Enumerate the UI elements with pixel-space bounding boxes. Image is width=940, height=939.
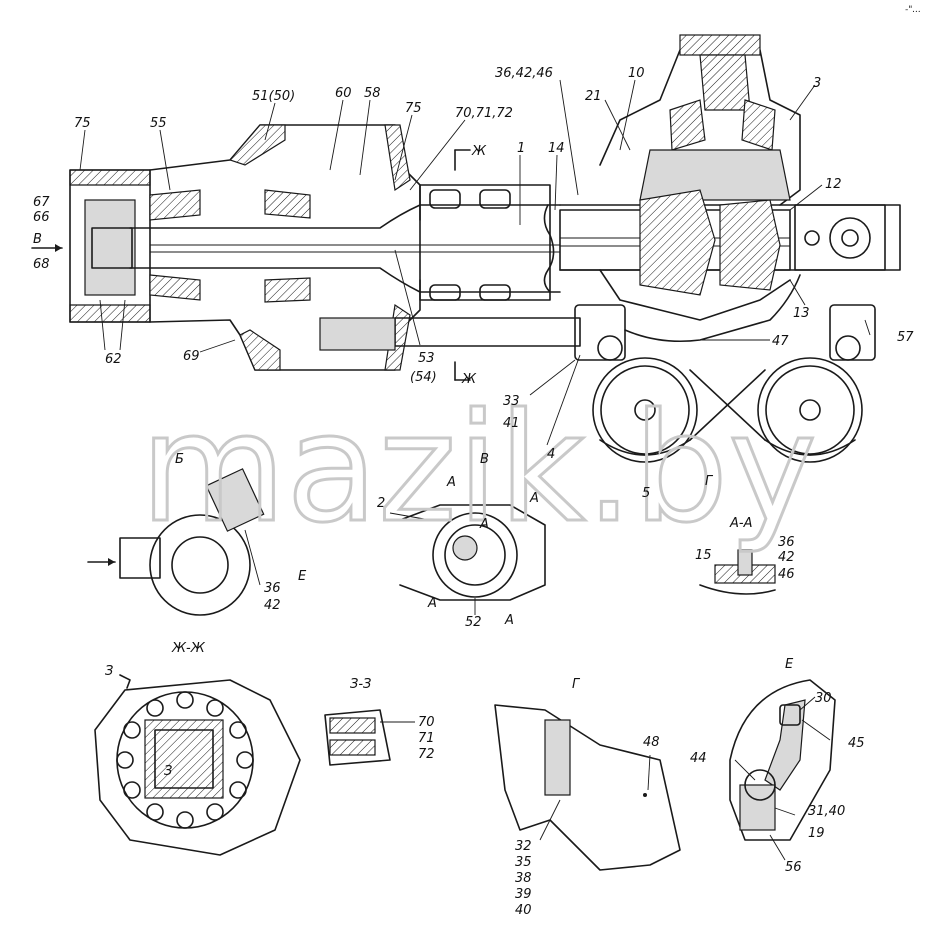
label-55: 55	[150, 116, 167, 131]
label-70-71-72: 70,71,72	[455, 106, 513, 121]
label-75-right: 75	[405, 101, 422, 116]
label-47: 47	[772, 334, 789, 349]
mark-z-1: З	[105, 664, 113, 679]
label-54: (54)	[410, 370, 437, 385]
label-70: 70	[418, 715, 435, 730]
mark-zh-bottom: Ж	[461, 372, 477, 387]
mark-v: В	[480, 452, 489, 467]
label-56: 56	[785, 860, 802, 875]
label-71: 71	[418, 731, 435, 746]
label-42-aa: 42	[778, 550, 795, 565]
title-g: Г	[572, 677, 581, 692]
label-53: 53	[418, 351, 435, 366]
label-12: 12	[825, 177, 842, 192]
mark-g: Г	[705, 474, 714, 489]
label-69: 69	[183, 349, 200, 364]
label-36-42-46: 36,42,46	[495, 66, 553, 81]
mark-a-4: А	[427, 596, 437, 611]
label-75-left: 75	[74, 116, 91, 131]
title-zh-zh: Ж-Ж	[171, 641, 206, 656]
label-35: 35	[515, 855, 532, 870]
view-e	[729, 679, 836, 861]
view-b	[87, 468, 265, 616]
label-10: 10	[628, 66, 645, 81]
label-46-aa: 46	[778, 567, 795, 582]
label-62: 62	[105, 352, 122, 367]
bolt-circle	[116, 691, 254, 829]
label-44: 44	[690, 751, 707, 766]
mark-a-3: А	[479, 517, 489, 532]
label-41: 41	[503, 416, 520, 431]
label-36-view-b: 36	[264, 581, 281, 596]
label-32: 32	[515, 839, 532, 854]
view-g	[494, 704, 681, 871]
label-67: 67	[33, 195, 50, 210]
label-39: 39	[515, 887, 532, 902]
label-2: 2	[377, 496, 385, 511]
label-52: 52	[465, 615, 482, 630]
label-4: 4	[547, 447, 555, 462]
section-a-a	[699, 549, 776, 595]
label-3: 3	[813, 76, 821, 91]
label-51-50: 51(50)	[252, 89, 295, 104]
mark-a-1: А	[446, 475, 456, 490]
label-33: 33	[503, 394, 520, 409]
label-14: 14	[548, 141, 565, 156]
section-zh-zh	[94, 674, 301, 856]
mark-z-2: З	[164, 764, 172, 779]
label-38: 38	[515, 871, 532, 886]
mark-zh-top: Ж	[471, 144, 487, 159]
label-30: 30	[815, 691, 832, 706]
mark-a-5: А	[504, 613, 514, 628]
part-labels: 75 55 51(50) 60 58 75 70,71,72 36,42,46 …	[33, 66, 914, 918]
section-z-z	[324, 709, 415, 766]
title-a-a: А-А	[729, 516, 752, 531]
label-40: 40	[515, 903, 532, 918]
watermark: mazik.by	[140, 382, 817, 556]
label-36-aa: 36	[778, 535, 795, 550]
corner-mark: -"...	[905, 5, 921, 15]
label-68: 68	[33, 257, 50, 272]
label-48: 48	[643, 735, 660, 750]
view-v	[389, 504, 546, 615]
label-58: 58	[364, 86, 381, 101]
label-60: 60	[335, 86, 352, 101]
label-66: 66	[33, 210, 50, 225]
view-v-arrow-label: В	[33, 232, 42, 247]
label-13: 13	[793, 306, 810, 321]
label-21: 21	[585, 89, 602, 104]
label-19: 19	[808, 826, 825, 841]
label-57: 57	[897, 330, 914, 345]
label-72: 72	[418, 747, 435, 762]
title-z-z: З-З	[350, 677, 371, 692]
section-marks: Ж Ж Б В А А А А А Г Е А-А Ж-Ж З З З-З Г …	[105, 144, 794, 779]
mark-a-2: А	[529, 491, 539, 506]
main-section-view	[31, 34, 901, 463]
label-45: 45	[848, 736, 865, 751]
label-5: 5	[642, 486, 650, 501]
label-15: 15	[695, 548, 712, 563]
mark-b-view: Б	[175, 452, 184, 467]
title-e: Е	[785, 657, 794, 672]
label-1: 1	[517, 141, 525, 156]
mark-e: Е	[298, 569, 307, 584]
label-42-view-b: 42	[264, 598, 281, 613]
label-31-40: 31,40	[808, 804, 845, 819]
